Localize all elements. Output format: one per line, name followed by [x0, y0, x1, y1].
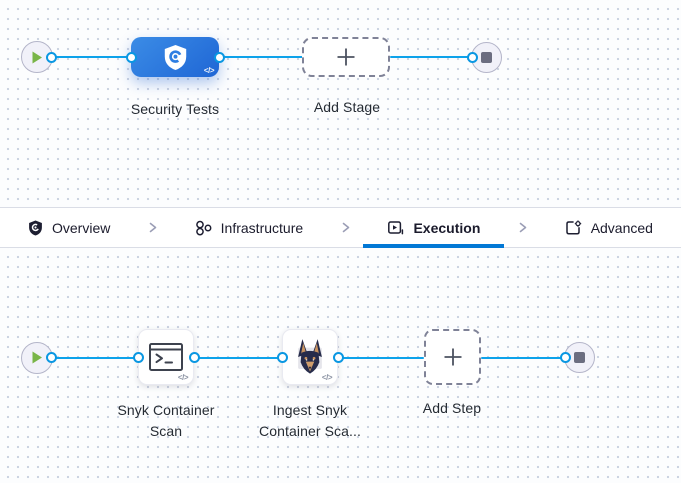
chevron-right-icon	[146, 208, 159, 247]
step-label-line: Ingest Snyk	[272, 402, 348, 418]
execution-icon	[387, 220, 404, 236]
play-icon	[32, 51, 42, 63]
code-badge: </>	[321, 373, 333, 382]
step-label-line: Container Sca...	[259, 423, 361, 439]
snyk-doberman-icon	[298, 339, 322, 374]
tab-infrastructure[interactable]: Infrastructure	[171, 208, 327, 247]
stage-security-tests[interactable]: </>	[131, 37, 219, 77]
connector-port[interactable]	[46, 352, 57, 363]
plus-icon	[337, 48, 355, 66]
connector-port[interactable]	[559, 352, 571, 363]
connector-port[interactable]	[188, 352, 200, 363]
execution-canvas[interactable]: </> </>	[0, 248, 681, 483]
connector-line	[51, 356, 138, 359]
code-badge: </>	[203, 66, 215, 75]
terminal-icon	[149, 343, 183, 371]
stop-icon	[574, 352, 585, 363]
connector-line	[390, 56, 472, 58]
stage-label: Security Tests	[130, 101, 220, 117]
plus-icon	[444, 348, 461, 366]
tab-label: Execution	[413, 219, 481, 236]
play-icon	[32, 351, 42, 364]
shield-icon	[28, 220, 43, 236]
step-label: Ingest Snyk Container Sca...	[225, 400, 395, 442]
code-badge: </>	[177, 373, 189, 382]
add-step-button[interactable]	[424, 329, 481, 385]
chevron-right-icon	[516, 208, 529, 247]
connector-port[interactable]	[132, 352, 144, 363]
infrastructure-icon	[195, 220, 212, 236]
step-ingest-snyk-container-scan[interactable]: </>	[282, 329, 338, 385]
add-stage-button[interactable]	[302, 37, 390, 77]
connector-line	[338, 356, 424, 359]
tab-execution[interactable]: Execution	[363, 208, 505, 248]
step-label-line: Snyk Container	[117, 402, 215, 418]
tab-label: Infrastructure	[220, 219, 304, 236]
connector-port[interactable]	[466, 51, 478, 63]
add-step-label: Add Step	[422, 400, 482, 416]
step-label-line: Scan	[149, 423, 183, 439]
connector-line	[219, 56, 303, 58]
connector-port[interactable]	[46, 51, 57, 63]
tab-label: Overview	[52, 219, 111, 236]
tab-advanced[interactable]: Advanced	[541, 208, 677, 247]
connector-port[interactable]	[213, 51, 225, 63]
connector-line	[194, 356, 282, 359]
stage-canvas[interactable]: </> Security Tests Add Stage	[0, 0, 681, 207]
step-snyk-container-scan[interactable]: </>	[138, 329, 194, 385]
connector-line	[481, 356, 565, 359]
advanced-icon	[565, 219, 582, 236]
connector-port[interactable]	[125, 51, 137, 63]
add-stage-label: Add Stage	[313, 99, 381, 115]
stop-icon	[481, 51, 492, 63]
connector-line	[51, 56, 132, 58]
tab-overview[interactable]: Overview	[4, 208, 134, 247]
stage-tabbar: Overview Infrastructure	[0, 207, 681, 248]
tab-label: Advanced	[590, 219, 653, 236]
connector-port[interactable]	[332, 352, 344, 363]
security-shield-icon	[164, 44, 186, 70]
step-label: Snyk Container Scan	[81, 400, 251, 442]
chevron-right-icon	[339, 208, 352, 247]
connector-port[interactable]	[276, 352, 288, 363]
